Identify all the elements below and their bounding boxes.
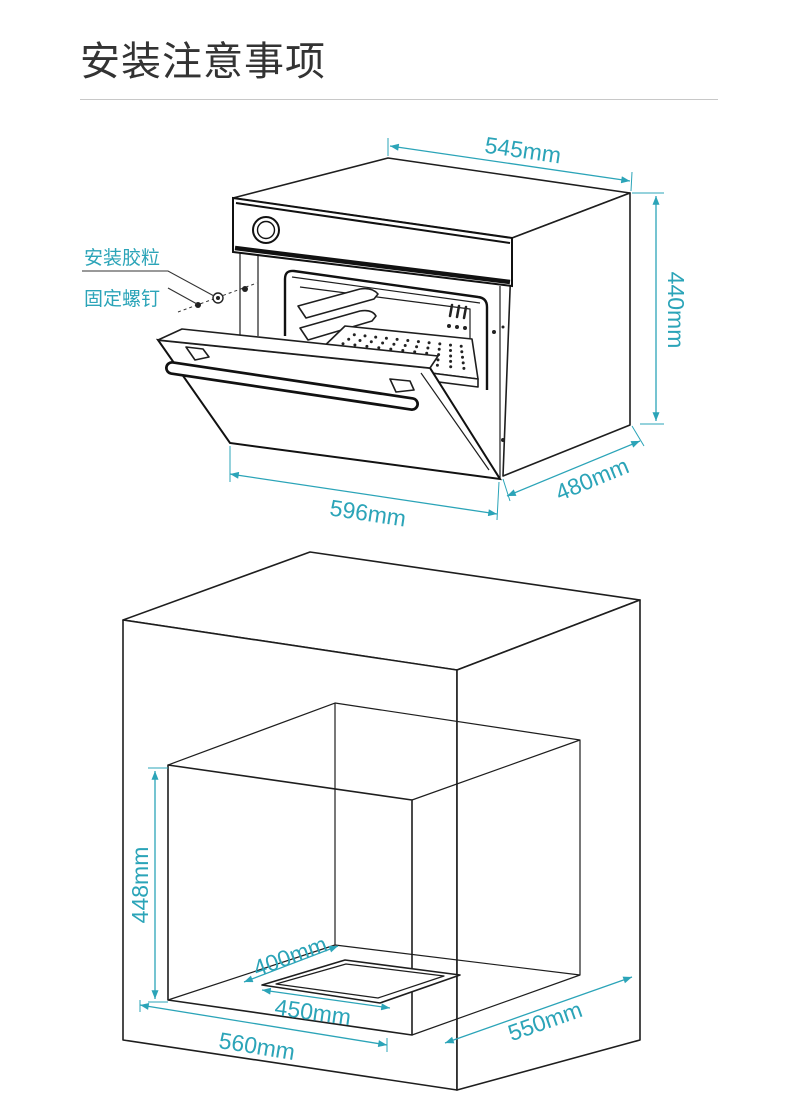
tray-hole	[449, 343, 452, 347]
dimension-extension	[387, 138, 633, 192]
dimension-line-front-width	[229, 471, 498, 517]
dimension-line-vent-depth	[243, 945, 339, 983]
tray-hole	[389, 347, 393, 351]
tray-hole	[461, 361, 465, 365]
tray-hole	[347, 337, 351, 341]
dimension-line-depth	[506, 440, 641, 497]
tray-hole	[358, 339, 362, 342]
control-panel-bottom-trim	[234, 245, 511, 285]
tray-hole	[352, 333, 356, 337]
tray-hole	[374, 335, 378, 339]
tray-hole	[401, 349, 405, 352]
dimension-height: 440mm	[663, 272, 689, 349]
side-screw	[501, 438, 505, 442]
vent-hole	[447, 324, 451, 328]
screw-hole-icon	[242, 286, 248, 292]
tray-hole	[437, 347, 441, 351]
dimension-top-width: 545mm	[483, 132, 563, 169]
label-rubber-plug: 安装胶粒	[84, 247, 160, 269]
tray-hole	[365, 344, 369, 348]
tray-hole	[392, 342, 396, 346]
tray-hole	[459, 344, 463, 348]
control-panel-top-trim	[235, 202, 511, 244]
tray-hole	[427, 341, 431, 345]
title-divider	[80, 99, 718, 100]
label-fixing-screw: 固定螺钉	[84, 288, 160, 310]
tray-hole	[353, 343, 357, 347]
tray-hole	[403, 344, 407, 347]
oven-cavity-outline	[283, 269, 489, 390]
rubber-plug-center	[216, 296, 220, 300]
vent-hole	[455, 325, 459, 329]
tray-hole	[377, 346, 381, 350]
rack-rail	[297, 287, 379, 319]
tray-hole	[438, 342, 442, 346]
dimension-extension	[502, 425, 645, 502]
dimension-front-width: 596mm	[328, 495, 408, 532]
cabinet-right-face	[456, 599, 641, 1091]
tray-hole	[460, 350, 464, 354]
oven-cavity-rim	[291, 276, 481, 304]
tray-hole	[369, 340, 373, 344]
dimension-niche-height: 448mm	[127, 847, 153, 924]
leader-rubber-plug	[82, 270, 215, 297]
rack-rail	[299, 309, 377, 341]
tray-hole	[406, 339, 410, 342]
tray-hole	[395, 337, 399, 341]
dimension-line-niche-width	[139, 1002, 388, 1048]
oven-door-rim	[157, 328, 439, 369]
tray-hole	[416, 340, 420, 344]
oven-diagram: 安装胶粒 固定螺钉 545mm 440mm 480mm 596mm	[82, 132, 689, 532]
oven-front-frame	[239, 252, 259, 338]
dimension-extension	[632, 192, 664, 425]
tray-hole	[384, 336, 388, 340]
tray-hole	[341, 342, 345, 346]
tray-hole	[415, 345, 419, 349]
tray-hole	[449, 349, 452, 352]
tray-hole	[436, 358, 440, 362]
tray-hole	[363, 334, 367, 338]
tray-hole	[381, 341, 385, 345]
door-handle-face	[167, 363, 417, 409]
control-knob-inner	[256, 220, 276, 240]
tray-hole	[449, 365, 453, 369]
door-hinge-bracket	[389, 378, 415, 393]
cabinet-niche-interior	[167, 702, 581, 1036]
side-screw	[501, 325, 505, 329]
steam-vent-icon	[448, 303, 468, 320]
dimension-line-top-width	[389, 143, 631, 184]
tray-hole	[426, 346, 430, 350]
tray-hole	[413, 350, 417, 354]
oven-right-face	[502, 192, 631, 477]
cabinet-diagram: 448mm 400mm 450mm 560mm 550mm	[122, 551, 641, 1091]
leader-fixing-screw	[167, 287, 198, 305]
tray-hole	[449, 354, 453, 358]
tray-hole	[461, 355, 464, 359]
page-title: 安装注意事项	[80, 39, 326, 85]
door-hinge-bracket	[185, 346, 210, 361]
vent-hole	[463, 326, 467, 330]
side-screw	[492, 330, 496, 334]
tray-hole	[435, 363, 439, 367]
oven-door-glass-edge	[420, 372, 490, 471]
control-panel	[232, 196, 513, 288]
dimension-extension	[148, 767, 168, 1003]
tray-hole	[462, 366, 466, 370]
tray-hole	[449, 359, 453, 363]
dimension-line-niche-depth	[444, 976, 633, 1044]
